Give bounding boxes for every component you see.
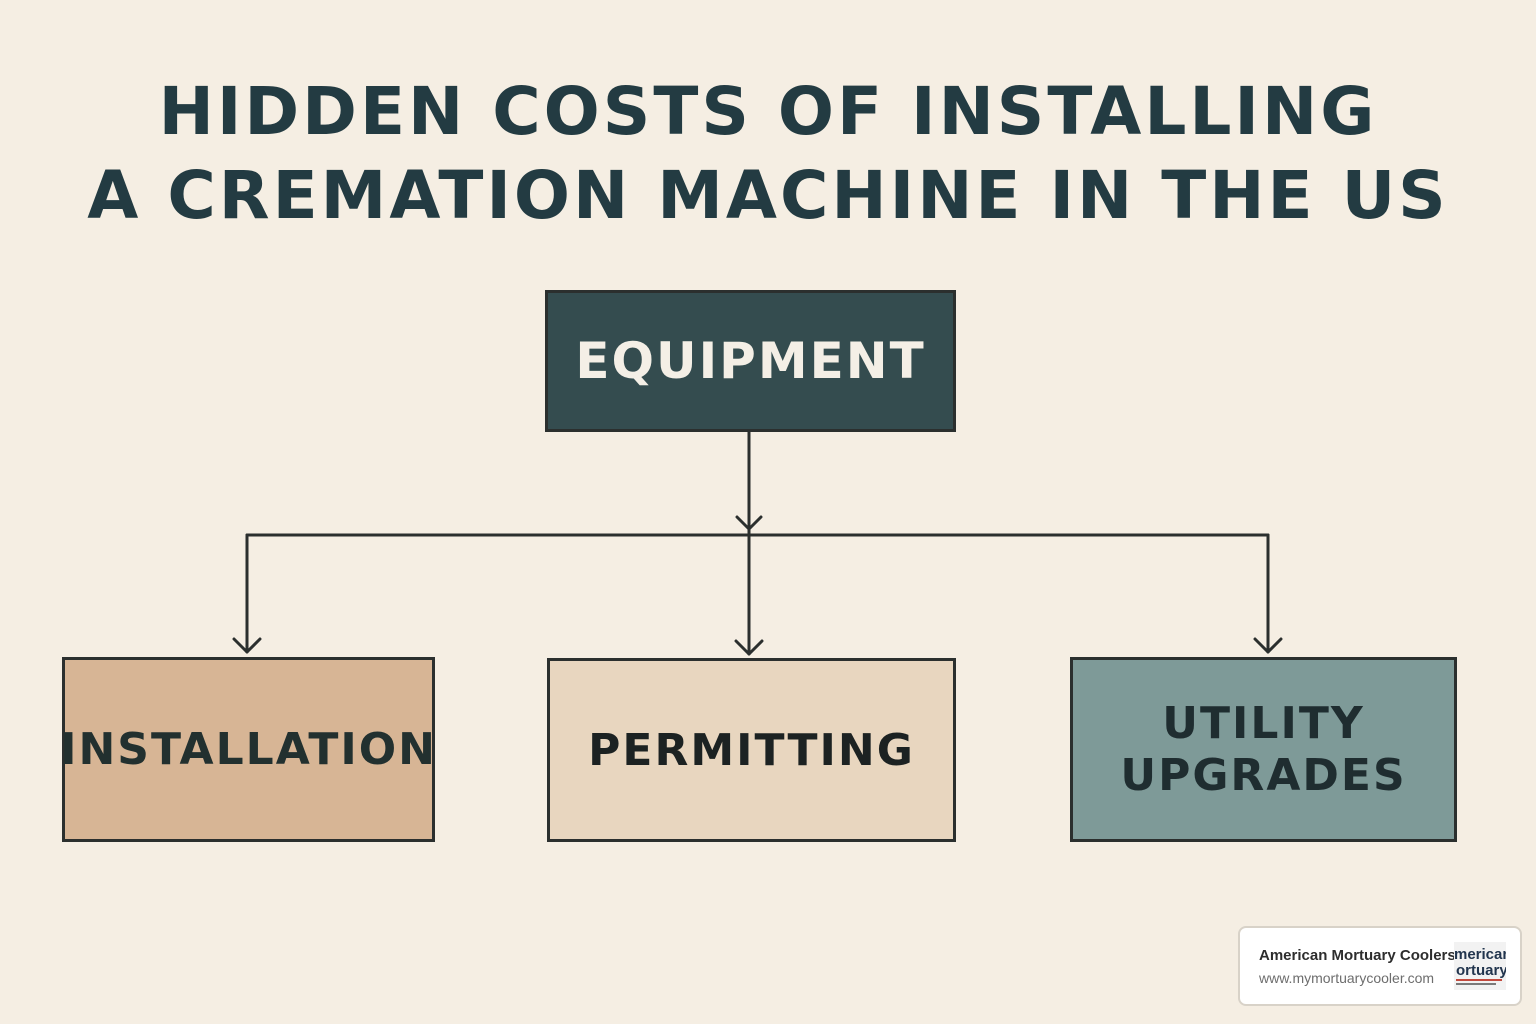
svg-text:merican: merican: [1454, 946, 1506, 963]
node-utility-label-line-1: UTILITY: [1162, 697, 1365, 749]
node-equipment: EQUIPMENT: [545, 290, 956, 432]
title-line-2: A CREMATION MACHINE IN THE US: [87, 157, 1449, 234]
arrowhead-installation: [232, 637, 262, 654]
node-installation: INSTALLATION: [60, 657, 437, 842]
brand-url: www.mymortuarycooler.com: [1259, 970, 1435, 986]
brand-name: American Mortuary Coolers: [1259, 947, 1456, 964]
brand-card: American Mortuary Coolers www.mymortuary…: [1238, 926, 1522, 1006]
svg-text:ortuary: ortuary: [1456, 962, 1506, 979]
node-utility-label-line-2: UPGRADES: [1120, 749, 1407, 801]
node-utility-upgrades: UTILITY UPGRADES: [1070, 657, 1457, 842]
arrowhead-permitting: [734, 639, 764, 656]
title-line-1: HIDDEN COSTS OF INSTALLING: [158, 73, 1378, 150]
diagram-title: HIDDEN COSTS OF INSTALLING A CREMATION M…: [0, 70, 1536, 238]
node-installation-label: INSTALLATION: [60, 724, 437, 775]
node-equipment-label: EQUIPMENT: [575, 332, 926, 390]
node-permitting-label: PERMITTING: [588, 724, 915, 776]
arrowhead-utility: [1253, 637, 1283, 654]
node-permitting: PERMITTING: [547, 658, 956, 842]
brand-logo-icon: merican ortuary: [1454, 942, 1506, 990]
